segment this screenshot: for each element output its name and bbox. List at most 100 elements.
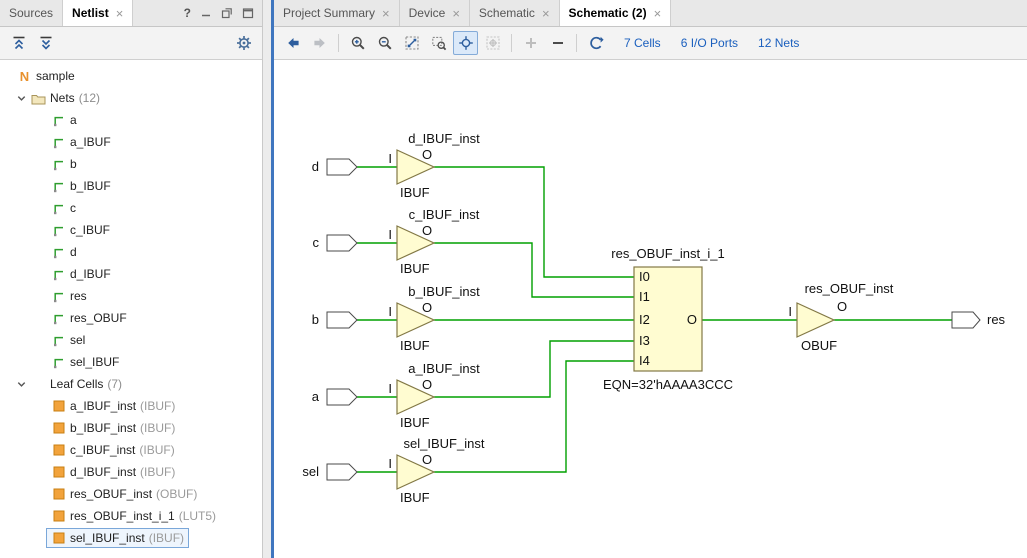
io-ports-count-link[interactable]: 6 I/O Ports — [681, 36, 738, 50]
tree-item-cell-b_IBUF_inst[interactable]: b_IBUF_inst(IBUF) — [0, 417, 262, 439]
tree-item-type: (IBUF) — [140, 421, 175, 435]
tree-group-nets[interactable]: Nets(12) — [0, 87, 262, 109]
port-label-c: c — [313, 235, 320, 250]
remove-icon[interactable] — [545, 31, 570, 55]
cells-count-link[interactable]: 7 Cells — [624, 36, 661, 50]
schematic-canvas[interactable]: dIOd_IBUF_instIBUFcIOc_IBUF_instIBUFbIOb… — [274, 60, 1027, 558]
close-icon[interactable]: × — [452, 6, 460, 21]
tree-item-net-b[interactable]: b — [0, 153, 262, 175]
tab-netlist[interactable]: Netlist × — [63, 0, 133, 26]
close-icon[interactable]: × — [654, 6, 662, 21]
tab-project-summary[interactable]: Project Summary × — [274, 0, 400, 26]
input-port-c[interactable] — [327, 235, 357, 251]
tree-item-sample[interactable]: Nsample — [0, 65, 262, 87]
collapse-all-icon[interactable] — [6, 31, 31, 55]
tree-group-leaf-cells[interactable]: Leaf Cells(7) — [0, 373, 262, 395]
tab-label: Device — [409, 6, 446, 20]
help-icon[interactable]: ? — [184, 6, 191, 20]
port-label-d: d — [312, 159, 319, 174]
close-icon[interactable]: × — [116, 6, 124, 21]
net-icon — [51, 311, 66, 325]
tree-item-label: b — [70, 157, 77, 171]
tree-item-cell-c_IBUF_inst[interactable]: c_IBUF_inst(IBUF) — [0, 439, 262, 461]
cell-type-label: OBUF — [801, 338, 837, 353]
tree-item-label: res_OBUF — [70, 311, 127, 325]
schematic-panel: Project Summary × Device × Schematic × S… — [274, 0, 1027, 558]
port-label-res: res — [987, 312, 1006, 327]
tree-item-label: a_IBUF — [70, 135, 111, 149]
zoom-selection-icon[interactable] — [426, 31, 451, 55]
tree-item-count: (12) — [79, 91, 100, 105]
schematic-svg: dIOd_IBUF_instIBUFcIOc_IBUF_instIBUFbIOb… — [274, 60, 1027, 558]
tree-item-net-c[interactable]: c — [0, 197, 262, 219]
pin-label-I0: I0 — [639, 269, 650, 284]
tree-item-label: c_IBUF — [70, 223, 110, 237]
input-port-b[interactable] — [327, 312, 357, 328]
tree-item-net-res_OBUF[interactable]: res_OBUF — [0, 307, 262, 329]
tree-item-cell-sel_IBUF_inst[interactable]: sel_IBUF_inst(IBUF) — [0, 527, 262, 549]
output-port-res[interactable] — [952, 312, 980, 328]
forward-icon[interactable] — [307, 31, 332, 55]
netlist-tree: NsampleNets(12)a a_IBUFb b_IBUFc c_IBUFd d_I… — [0, 60, 262, 558]
tree-item-cell-d_IBUF_inst[interactable]: d_IBUF_inst(IBUF) — [0, 461, 262, 483]
input-port-sel[interactable] — [327, 464, 357, 480]
minimize-icon[interactable] — [200, 7, 212, 19]
tab-schematic[interactable]: Schematic × — [470, 0, 560, 26]
cell-icon — [51, 443, 66, 457]
chevron-down-icon[interactable] — [15, 91, 27, 105]
tree-item-label: d_IBUF — [70, 267, 111, 281]
zoom-fit-icon[interactable] — [399, 31, 424, 55]
input-port-a[interactable] — [327, 389, 357, 405]
tab-device[interactable]: Device × — [400, 0, 470, 26]
cell-type-label: IBUF — [400, 185, 430, 200]
input-port-d[interactable] — [327, 159, 357, 175]
pin-label-I1: I1 — [639, 289, 650, 304]
tree-item-cell-res_OBUF_inst[interactable]: res_OBUF_inst(OBUF) — [0, 483, 262, 505]
net-icon — [51, 333, 66, 347]
tab-label: Project Summary — [283, 6, 375, 20]
tree-item-cell-res_OBUF_inst_i_1[interactable]: res_OBUF_inst_i_1(LUT5) — [0, 505, 262, 527]
tree-item-net-a[interactable]: a — [0, 109, 262, 131]
back-icon[interactable] — [280, 31, 305, 55]
port-label-a: a — [312, 389, 320, 404]
tree-item-type: (IBUF) — [139, 443, 174, 457]
chevron-down-icon[interactable] — [15, 377, 27, 391]
tree-item-net-a_IBUF[interactable]: a_IBUF — [0, 131, 262, 153]
expand-all-icon[interactable] — [33, 31, 58, 55]
pin-label-I: I — [388, 304, 392, 319]
tree-item-label: res_OBUF_inst — [70, 487, 152, 501]
float-icon[interactable] — [221, 7, 233, 19]
tree-item-type: (LUT5) — [179, 509, 216, 523]
nets-count-link[interactable]: 12 Nets — [758, 36, 799, 50]
maximize-icon[interactable] — [242, 7, 254, 19]
settings-gear-icon[interactable] — [231, 31, 256, 55]
tab-sources[interactable]: Sources — [0, 0, 63, 26]
tree-item-net-d_IBUF[interactable]: d_IBUF — [0, 263, 262, 285]
panel-splitter[interactable] — [263, 0, 274, 558]
tree-item-net-sel[interactable]: sel — [0, 329, 262, 351]
close-icon[interactable]: × — [382, 6, 390, 21]
add-icon[interactable] — [518, 31, 543, 55]
tree-item-net-sel_IBUF[interactable]: sel_IBUF — [0, 351, 262, 373]
cell-icon — [51, 465, 66, 479]
refresh-icon[interactable] — [583, 31, 608, 55]
net-d_IBUF[interactable] — [434, 167, 634, 277]
tree-item-net-d[interactable]: d — [0, 241, 262, 263]
zoom-out-icon[interactable] — [372, 31, 397, 55]
close-icon[interactable]: × — [542, 6, 550, 21]
net-icon — [51, 179, 66, 193]
tree-item-net-c_IBUF[interactable]: c_IBUF — [0, 219, 262, 241]
tree-item-label: a_IBUF_inst — [70, 399, 136, 413]
tree-item-cell-a_IBUF_inst[interactable]: a_IBUF_inst(IBUF) — [0, 395, 262, 417]
autofit-selection-icon[interactable] — [480, 31, 505, 55]
zoom-in-icon[interactable] — [345, 31, 370, 55]
pin-label-I: I — [388, 151, 392, 166]
tree-item-net-b_IBUF[interactable]: b_IBUF — [0, 175, 262, 197]
cell-res_OBUF_inst[interactable] — [797, 303, 834, 337]
pin-label-I: I — [388, 381, 392, 396]
tree-item-label: sel_IBUF — [70, 355, 119, 369]
tree-item-label: Leaf Cells — [50, 377, 103, 391]
autofit-icon[interactable] — [453, 31, 478, 55]
tree-item-net-res[interactable]: res — [0, 285, 262, 307]
tab-schematic-2[interactable]: Schematic (2) × — [560, 0, 672, 26]
